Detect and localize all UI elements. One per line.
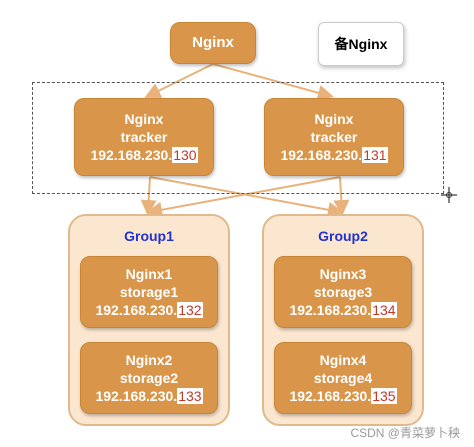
storage-4-role: storage4 — [313, 370, 373, 386]
storage-1-name: Nginx1 — [125, 266, 173, 282]
tracker-cluster-boundary — [32, 82, 444, 194]
arrow-nginx-to-tracker1 — [144, 63, 214, 98]
storage-4-ip: 192.168.230.135 — [289, 387, 397, 405]
arrow-tracker2-to-group1 — [146, 176, 341, 218]
tracker-2-ip: 192.168.230.131 — [280, 146, 388, 164]
tracker-2-ip-suffix: 131 — [362, 147, 388, 163]
storage-1-ip-suffix: 132 — [177, 302, 203, 318]
tracker-1-ip: 192.168.230.130 — [90, 146, 198, 164]
crosshair-cursor-icon — [441, 187, 457, 203]
storage-node-4: Nginx4 storage4 192.168.230.135 — [274, 342, 412, 414]
storage-4-ip-suffix: 135 — [371, 388, 397, 404]
tracker-1-name: Nginx — [124, 111, 164, 127]
storage-4-ip-prefix: 192.168.230. — [289, 388, 372, 404]
storage-1-ip-prefix: 192.168.230. — [95, 302, 178, 318]
storage-3-ip: 192.168.230.134 — [289, 301, 397, 319]
top-nginx-node: Nginx — [170, 22, 256, 64]
tracker-2-ip-prefix: 192.168.230. — [280, 147, 363, 163]
storage-3-ip-suffix: 134 — [371, 302, 397, 318]
tracker-node-1: Nginx tracker 192.168.230.130 — [74, 98, 214, 176]
tracker-node-2: Nginx tracker 192.168.230.131 — [264, 98, 404, 176]
group1-title: Group1 — [124, 228, 174, 244]
storage-node-2: Nginx2 storage2 192.168.230.133 — [80, 342, 218, 414]
watermark: CSDN @青菜萝卜秧 — [350, 426, 460, 440]
storage-2-ip: 192.168.230.133 — [95, 387, 203, 405]
storage-3-name: Nginx3 — [319, 266, 367, 282]
storage-2-role: storage2 — [119, 370, 179, 386]
tracker-2-role: tracker — [310, 129, 358, 145]
group2-title: Group2 — [318, 228, 368, 244]
storage-2-ip-prefix: 192.168.230. — [95, 388, 178, 404]
tracker-2-name: Nginx — [314, 111, 354, 127]
backup-nginx-node: 备Nginx — [318, 22, 404, 66]
backup-nginx-label: 备Nginx — [334, 36, 388, 52]
storage-1-ip: 192.168.230.132 — [95, 301, 203, 319]
storage-node-1: Nginx1 storage1 192.168.230.132 — [80, 256, 218, 328]
storage-node-3: Nginx3 storage3 192.168.230.134 — [274, 256, 412, 328]
storage-3-ip-prefix: 192.168.230. — [289, 302, 372, 318]
storage-4-name: Nginx4 — [319, 352, 367, 368]
tracker-1-ip-prefix: 192.168.230. — [90, 147, 173, 163]
storage-2-name: Nginx2 — [125, 352, 173, 368]
storage-3-role: storage3 — [313, 284, 373, 300]
arrow-tracker2-to-group2 — [333, 176, 350, 216]
storage-1-role: storage1 — [119, 284, 179, 300]
top-nginx-label: Nginx — [192, 34, 234, 51]
tracker-1-ip-suffix: 130 — [172, 147, 198, 163]
arrow-nginx-to-tracker2 — [212, 63, 334, 101]
storage-2-ip-suffix: 133 — [177, 388, 203, 404]
tracker-1-role: tracker — [120, 129, 168, 145]
